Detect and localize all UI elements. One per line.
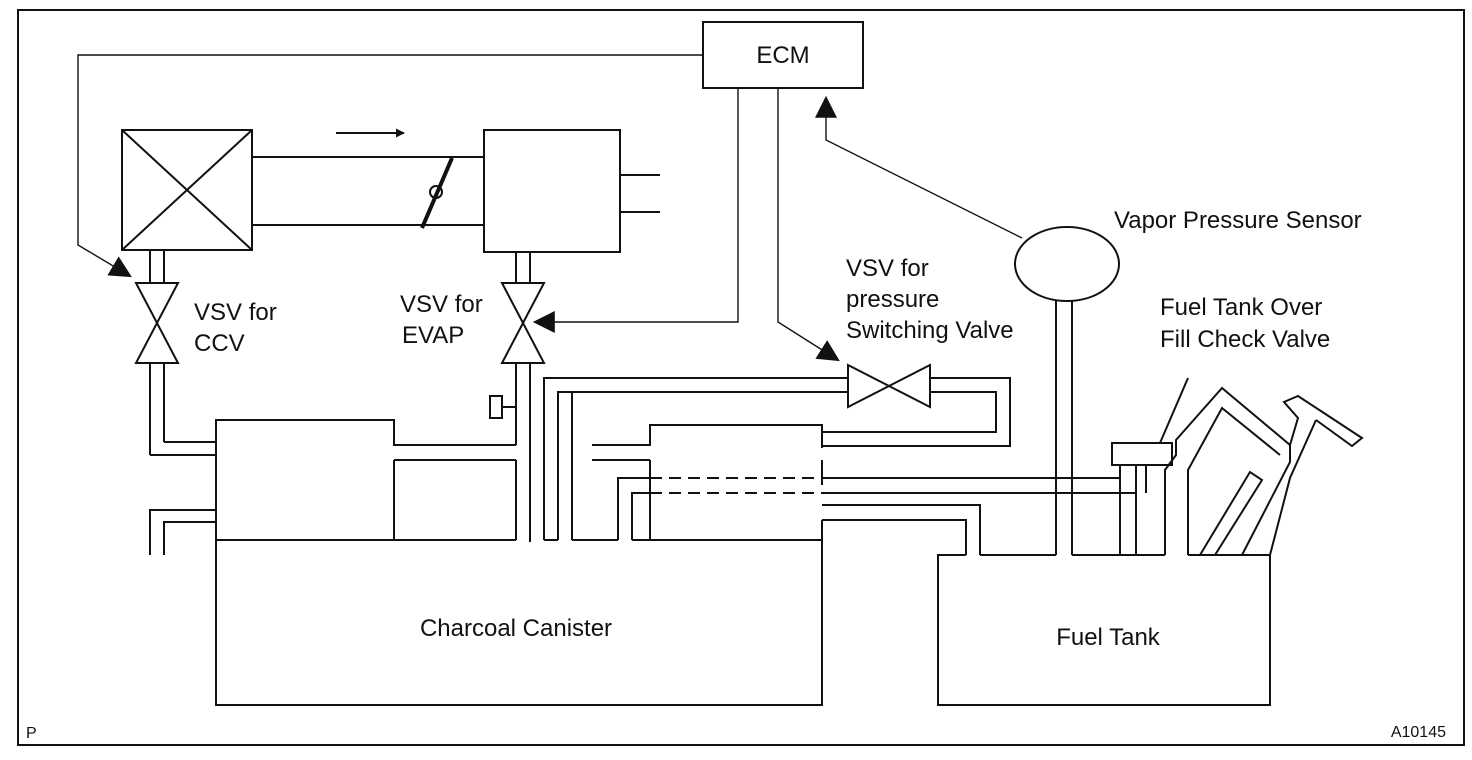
throttle-valve xyxy=(420,157,454,229)
fill-check-valve-label-line1: Fuel Tank Over xyxy=(1160,294,1322,321)
vsv-pressure-label-line2: pressure xyxy=(846,286,939,313)
intake-manifold xyxy=(483,129,660,253)
vapor-pressure-sensor-label: Vapor Pressure Sensor xyxy=(1114,207,1362,234)
vsv-ccv xyxy=(134,250,216,456)
ecm-box: ECM xyxy=(702,21,864,89)
corner-label-right: A10145 xyxy=(1391,724,1446,741)
ecm-signal-lines xyxy=(77,54,1023,362)
air-inlet-pipe xyxy=(149,509,216,555)
fill-check-valve-label-line2: Fill Check Valve xyxy=(1160,326,1330,353)
signal-line-pressure-vsv xyxy=(777,88,840,362)
signal-line-vapor-sensor xyxy=(815,95,1023,239)
diagram-frame xyxy=(17,9,1465,746)
vsv-pressure-switching xyxy=(847,363,931,409)
vsv-pressure-label-line1: VSV for xyxy=(846,255,929,282)
ecm-label: ECM xyxy=(756,42,809,69)
vapor-line xyxy=(617,465,1137,540)
fuel-tank-label: Fuel Tank xyxy=(1056,624,1161,651)
vsv-evap-knob xyxy=(489,395,503,419)
signal-line-evap xyxy=(532,88,739,333)
filler-neck xyxy=(1164,386,1364,556)
pressure-vsv-piping xyxy=(543,377,1011,540)
throttle-shaft xyxy=(429,185,443,199)
charcoal-canister xyxy=(215,419,981,706)
signal-line-ccv xyxy=(77,54,703,278)
fuel-tank xyxy=(937,478,1271,706)
intake-duct xyxy=(252,156,484,229)
vsv-pressure-label-line3: Switching Valve xyxy=(846,317,1014,344)
vapor-pressure-sensor xyxy=(1014,226,1120,555)
vsv-ccv-label-line1: VSV for xyxy=(194,299,277,326)
corner-label-left: P xyxy=(26,725,37,742)
fill-check-valve xyxy=(1111,377,1189,493)
vsv-evap-label-line2: EVAP xyxy=(402,322,464,349)
vsv-evap-label-line1: VSV for xyxy=(400,291,483,318)
charcoal-canister-label: Charcoal Canister xyxy=(420,615,612,642)
vsv-evap xyxy=(489,252,546,542)
air-cleaner xyxy=(121,129,253,251)
vsv-ccv-label-line2: CCV xyxy=(194,330,245,357)
